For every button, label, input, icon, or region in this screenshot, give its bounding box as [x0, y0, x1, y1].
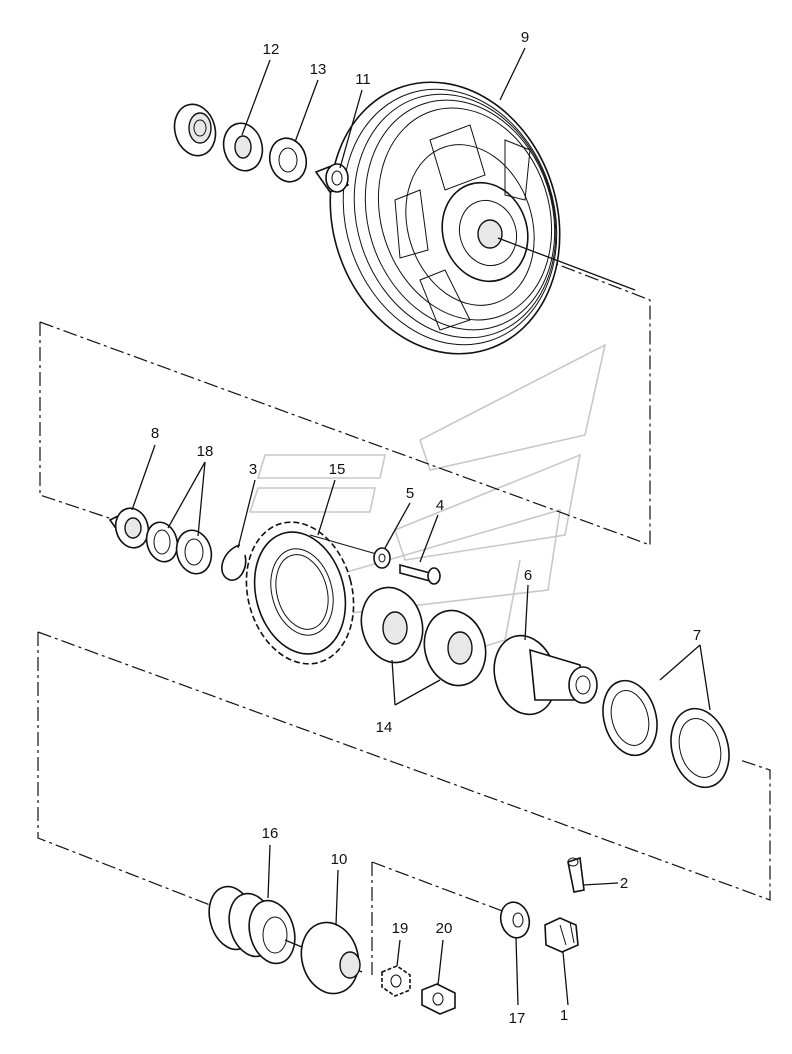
seal	[222, 122, 264, 172]
split-pin	[567, 856, 585, 893]
washer	[268, 137, 308, 183]
callout-5: 5	[406, 485, 414, 502]
leader-lines	[131, 47, 711, 1006]
callout-2: 2	[620, 875, 628, 892]
washer-17	[499, 901, 531, 939]
callout-9: 9	[521, 29, 529, 46]
callout-13: 13	[310, 61, 327, 78]
callout-10: 10	[331, 851, 348, 868]
spacer-sleeve	[108, 507, 150, 549]
callout-1: 1	[560, 1007, 568, 1024]
hub	[493, 634, 598, 716]
nut-19	[381, 965, 411, 997]
bearing	[173, 103, 217, 157]
pulley-axis-line	[497, 237, 636, 291]
callout-19: 19	[392, 920, 409, 937]
callout-18: 18	[197, 443, 214, 460]
belt-pulley	[329, 81, 561, 355]
flexible-coupling	[360, 586, 487, 687]
circlip	[221, 544, 247, 581]
bushing	[314, 163, 350, 193]
shim-rings	[602, 679, 730, 789]
callout-16: 16	[262, 825, 279, 842]
lock-washer	[373, 547, 391, 569]
callout-20: 20	[436, 920, 453, 937]
callout-15: 15	[329, 461, 346, 478]
callout-14: 14	[376, 719, 393, 736]
callout-6: 6	[524, 567, 532, 584]
callout-11: 11	[355, 71, 371, 88]
dashed-assembly-frames	[37, 249, 771, 975]
callout-12: 12	[263, 41, 280, 58]
callout-17: 17	[509, 1010, 526, 1027]
ring-pair	[145, 521, 213, 575]
callout-8: 8	[151, 425, 159, 442]
bolt	[399, 563, 441, 585]
sprocket-bolt-line	[309, 534, 381, 556]
callout-7: 7	[693, 627, 701, 644]
end-cap	[300, 921, 361, 995]
callout-3: 3	[249, 461, 257, 478]
castle-nut	[544, 917, 579, 953]
spring-pack	[208, 885, 296, 965]
sprocket	[245, 521, 355, 665]
nut-20	[421, 983, 456, 1015]
callout-4: 4	[436, 497, 444, 514]
